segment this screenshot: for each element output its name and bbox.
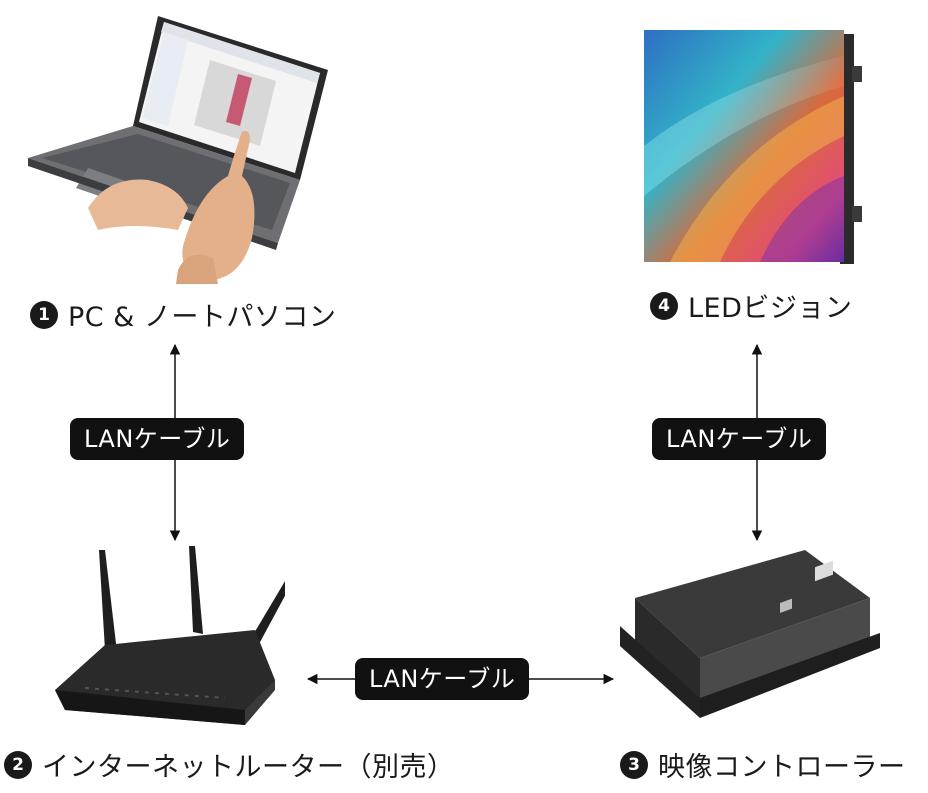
node-controller-label: 3 映像コントローラー bbox=[620, 745, 906, 784]
node-number-badge: 1 bbox=[30, 300, 58, 329]
node-led-label: 4 LEDビジョン bbox=[650, 286, 852, 325]
cable-label-bottom: LANケーブル bbox=[355, 658, 530, 700]
cable-label-left: LANケーブル bbox=[70, 418, 245, 460]
led-panel-illustration bbox=[644, 30, 862, 264]
controller-illustration bbox=[620, 550, 880, 718]
node-number-badge: 3 bbox=[620, 750, 648, 779]
node-number-badge: 4 bbox=[650, 291, 678, 320]
cable-label-right: LANケーブル bbox=[652, 418, 827, 460]
node-label-text: PC & ノートパソコン bbox=[68, 302, 337, 333]
node-pc-label: 1 PC & ノートパソコン bbox=[30, 295, 336, 334]
node-router-label: 2 インターネットルーター（別売） bbox=[4, 745, 455, 784]
router-illustration bbox=[55, 546, 285, 725]
node-label-text: 映像コントローラー bbox=[658, 752, 906, 783]
laptop-illustration bbox=[28, 16, 328, 284]
node-number-badge: 2 bbox=[4, 750, 32, 779]
node-label-text: LEDビジョン bbox=[688, 293, 853, 324]
node-label-text: インターネットルーター（別売） bbox=[42, 752, 455, 783]
